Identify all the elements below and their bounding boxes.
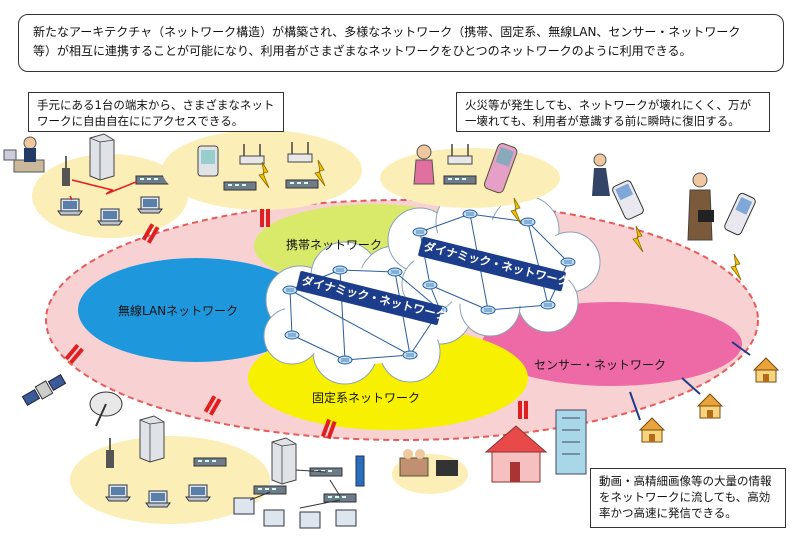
- access-links: [69, 179, 137, 201]
- antenna-icon: [106, 438, 114, 468]
- pda-icon: [197, 145, 219, 177]
- sensor-network-label: センサー・ネットワーク: [534, 358, 667, 372]
- switch-icon: [223, 181, 257, 191]
- callout-text: ワークに自由自在ににアクセスできる。: [37, 114, 244, 128]
- mobile-network-label: 携帯ネットワーク: [286, 238, 383, 252]
- callout-text: 一壊れても、利用者が意識する前に瞬時に復旧する。: [465, 114, 740, 128]
- server-icon: [89, 133, 115, 181]
- architecture-overview-callout: 新たなアーキテクチャ（ネットワーク構造）が構築され、多様なネットワーク（携帯、固…: [18, 14, 784, 72]
- switch-icon: [135, 175, 169, 185]
- callout-text: 率かつ高速に発信できる。: [599, 506, 737, 520]
- resilience-callout: 火災等が発生しても、ネットワークが壊れにくく、万が 一壊れても、利用者が意識する…: [456, 92, 770, 132]
- switch-icon: [285, 179, 319, 189]
- laptop-icon: [145, 490, 171, 508]
- laptop-icon: [105, 484, 131, 502]
- laptop-icon: [57, 198, 83, 216]
- wireless-lan-network-label: 無線LANネットワーク: [118, 304, 239, 318]
- laptop-icon: [185, 484, 211, 502]
- wireless-lan-network-region: [78, 258, 314, 362]
- mobile-phone-icon: [722, 191, 758, 237]
- satellite-dish-icon: [89, 391, 123, 427]
- office-building-icon: [555, 409, 587, 475]
- callout-text: 火災等が発生しても、ネットワークが壊れにくく、万が: [465, 98, 752, 112]
- switch-icon: [443, 175, 477, 185]
- dynamic-network-band-left: [296, 271, 442, 325]
- laptop-icon: [97, 208, 123, 226]
- walking-man-icon: [592, 153, 610, 196]
- office-worker-icon: [3, 136, 45, 173]
- callout-text: 等）が相互に連携することが可能になり、利用者がさまざまなネットワークをひとつのネ…: [33, 44, 692, 58]
- house-icon: [484, 425, 548, 483]
- fixed-network-label: 固定系ネットワーク: [312, 391, 421, 405]
- high-throughput-callout: 動画・高精細画像等の大量の情報 をネットワークに流しても、高効 率かつ高速に発信…: [590, 468, 786, 528]
- multi-access-scene-bg: [32, 154, 188, 238]
- callout-text: 動画・高精細画像等の大量の情報: [599, 474, 772, 488]
- family-tv-icon: [399, 449, 458, 477]
- mobile-ap-scene-bg: [162, 130, 362, 210]
- server-icon: [139, 415, 165, 463]
- businessman-icon: [687, 172, 714, 241]
- switch-icon: [193, 457, 227, 467]
- satellite-icon: [21, 373, 67, 407]
- sensor-house-icons: [629, 341, 779, 443]
- wired-network-scene: [233, 437, 365, 529]
- flip-phone-icon: [483, 143, 518, 194]
- folding-phone-icon: [612, 180, 644, 220]
- callout-text: をネットワークに流しても、高効: [599, 490, 771, 504]
- laptop-icon: [137, 196, 163, 214]
- woman-with-phone-icon: [413, 144, 435, 185]
- dynamic-network-band-right: [418, 236, 566, 292]
- antenna-icon: [62, 156, 70, 186]
- multi-access-callout: 手元にある1台の端末から、さまざまなネット ワークに自由自在ににアクセスできる。: [28, 92, 284, 132]
- callout-text: 手元にある1台の端末から、さまざまなネット: [37, 98, 275, 112]
- callout-text: 新たなアーキテクチャ（ネットワーク構造）が構築され、多様なネットワーク（携帯、固…: [33, 25, 741, 39]
